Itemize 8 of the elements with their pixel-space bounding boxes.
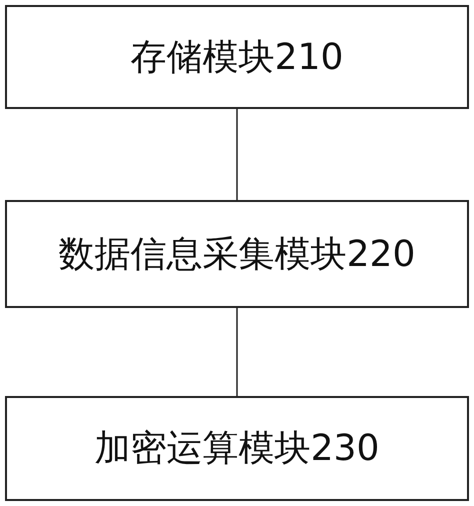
- module-label: 数据信息采集模块220: [58, 232, 416, 276]
- module-box: [5, 5, 469, 109]
- module-box: [5, 200, 469, 308]
- module-box: [5, 396, 469, 501]
- connector-line: [236, 109, 238, 200]
- module-label: 存储模块210: [130, 36, 344, 80]
- connector-line: [236, 308, 238, 396]
- module-label: 加密运算模块230: [94, 427, 380, 471]
